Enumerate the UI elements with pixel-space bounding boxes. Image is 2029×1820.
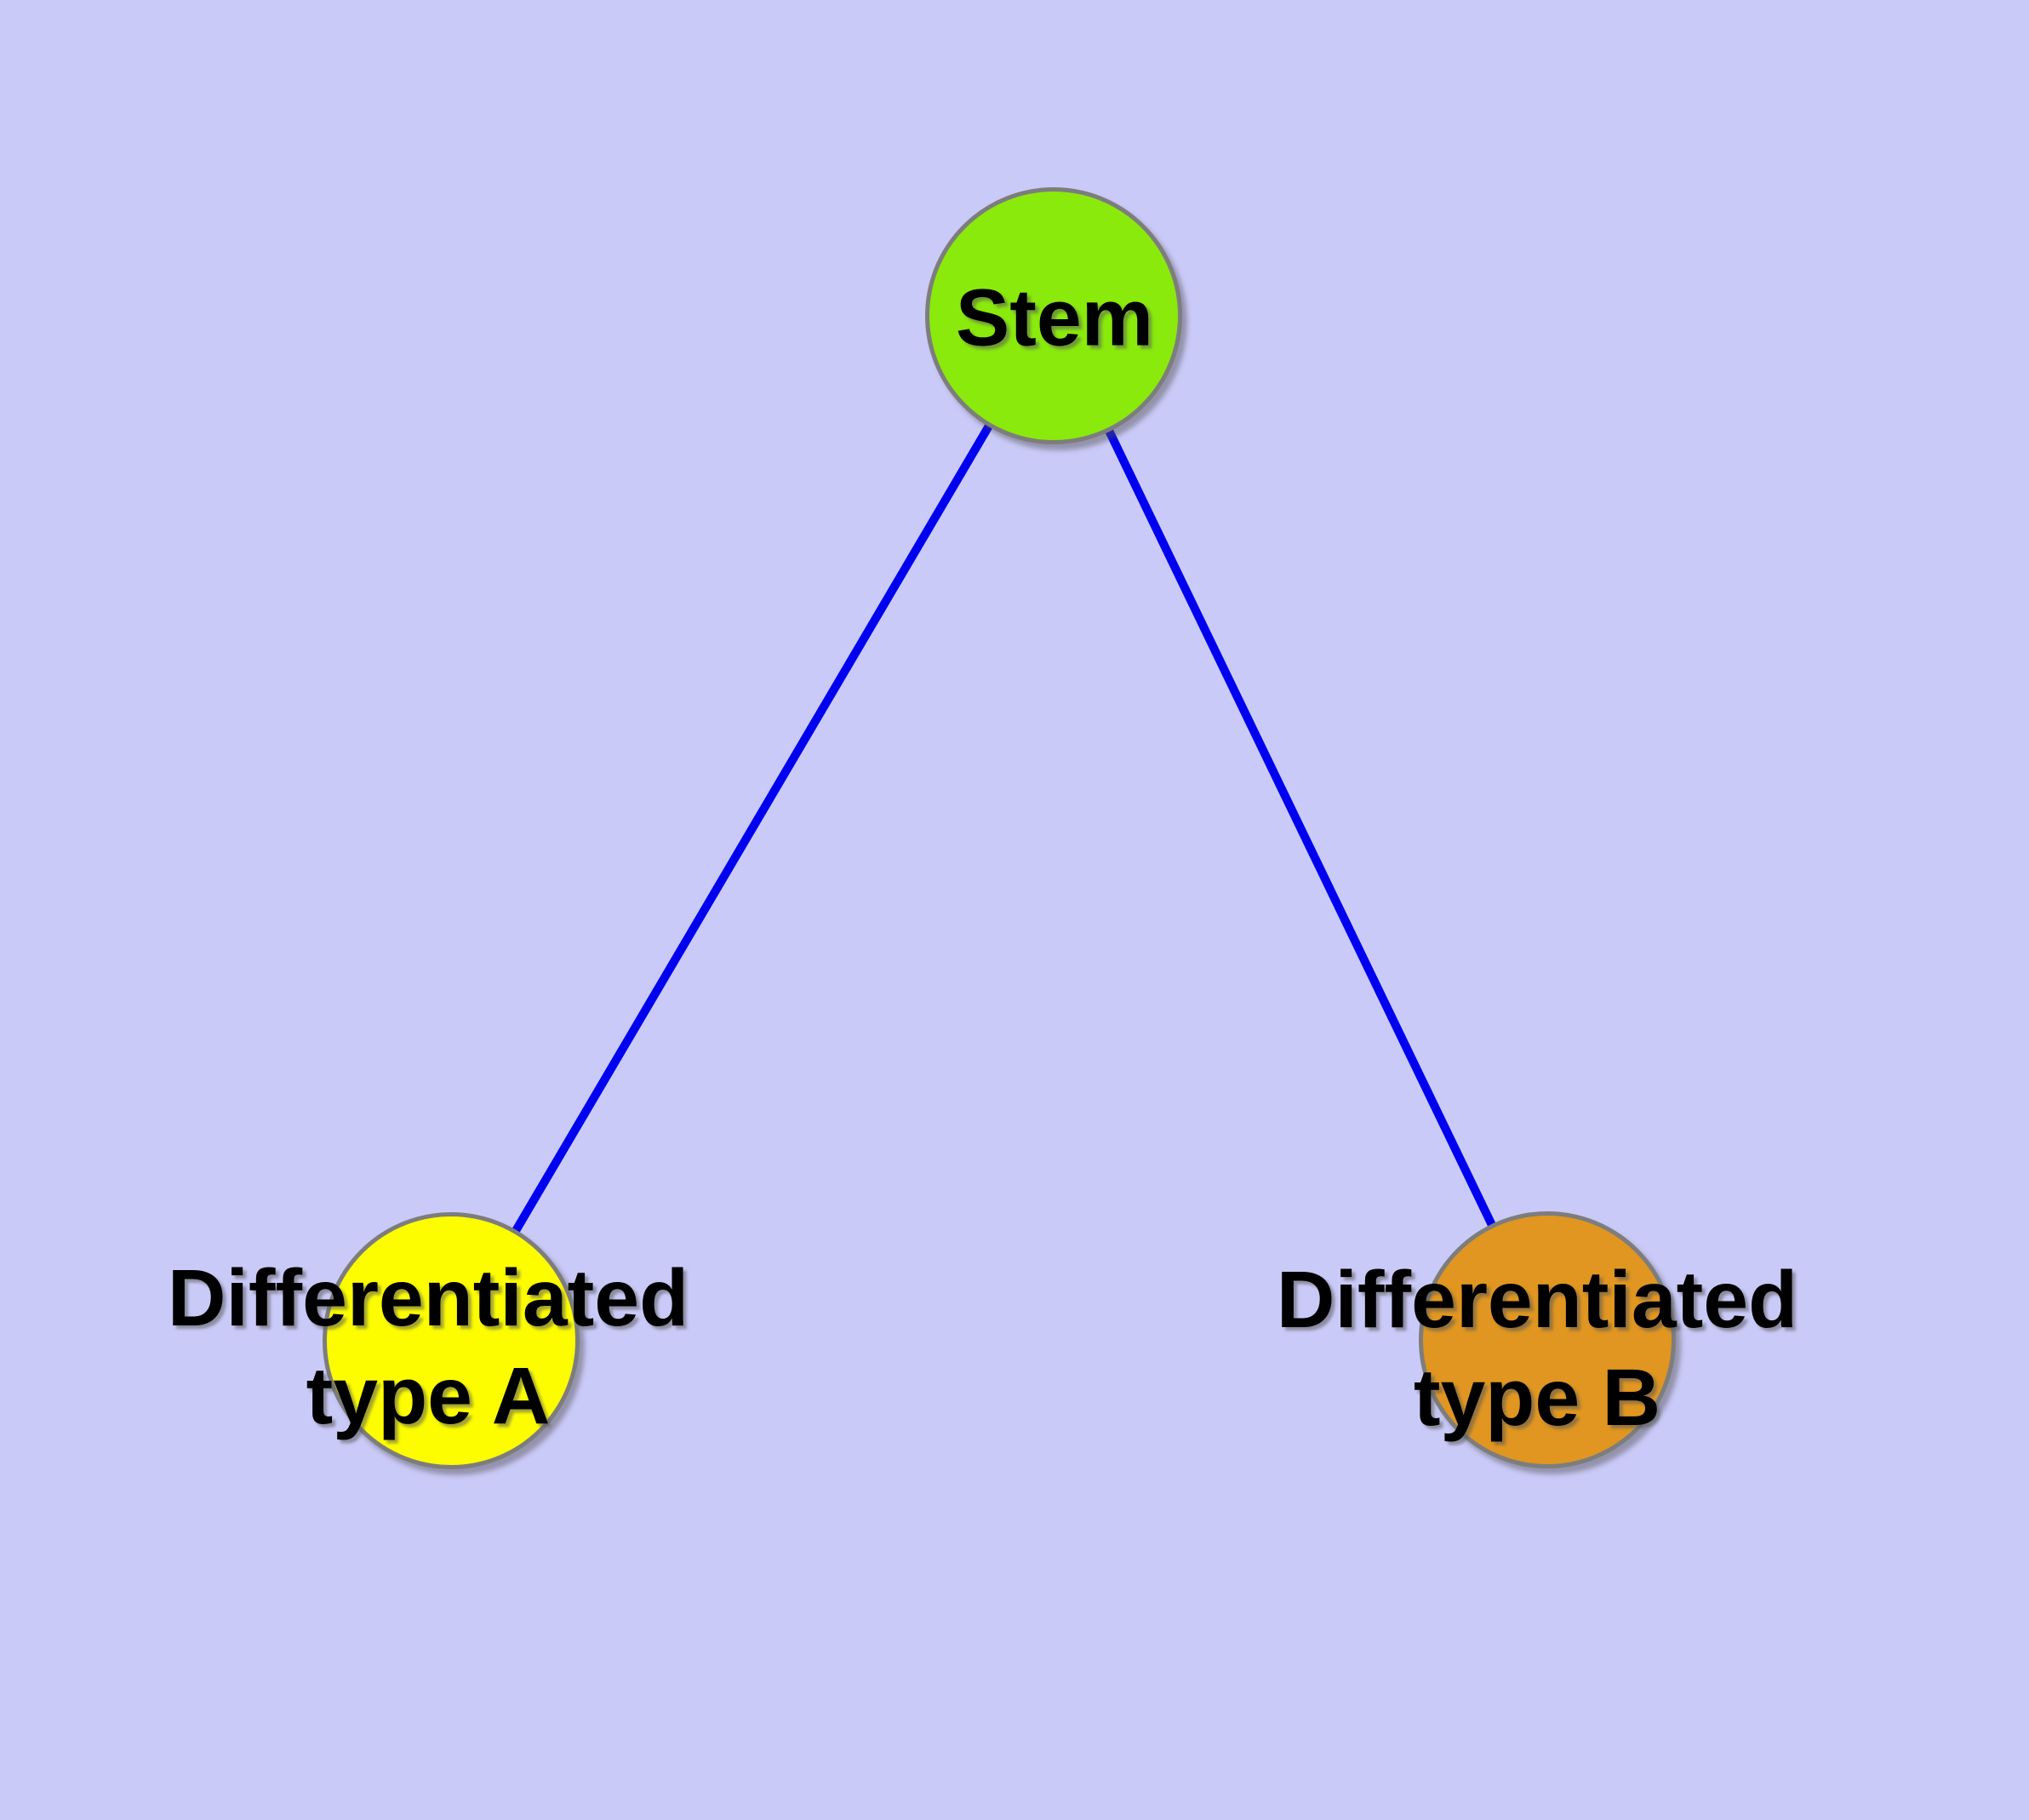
node-type-a-label-line2: type A (306, 1351, 551, 1441)
node-type-b-label-line1: Differentiated (1276, 1255, 1798, 1345)
node-stem-label: Stem (956, 270, 1153, 368)
edge-stem-to-type-a (447, 312, 1058, 1345)
node-type-b-label: Differentiated type B (1277, 1251, 1798, 1447)
node-type-b-label-line2: type B (1413, 1353, 1661, 1443)
node-differentiated-type-b (1419, 1211, 1676, 1468)
node-type-a-label: Differentiated type A (168, 1250, 689, 1445)
node-differentiated-type-a (323, 1212, 580, 1469)
edge-stem-to-type-b (1049, 312, 1552, 1344)
node-type-a-label-line1: Differentiated (167, 1253, 689, 1343)
node-stem (925, 187, 1182, 444)
node-stem-label-text: Stem (955, 272, 1154, 363)
